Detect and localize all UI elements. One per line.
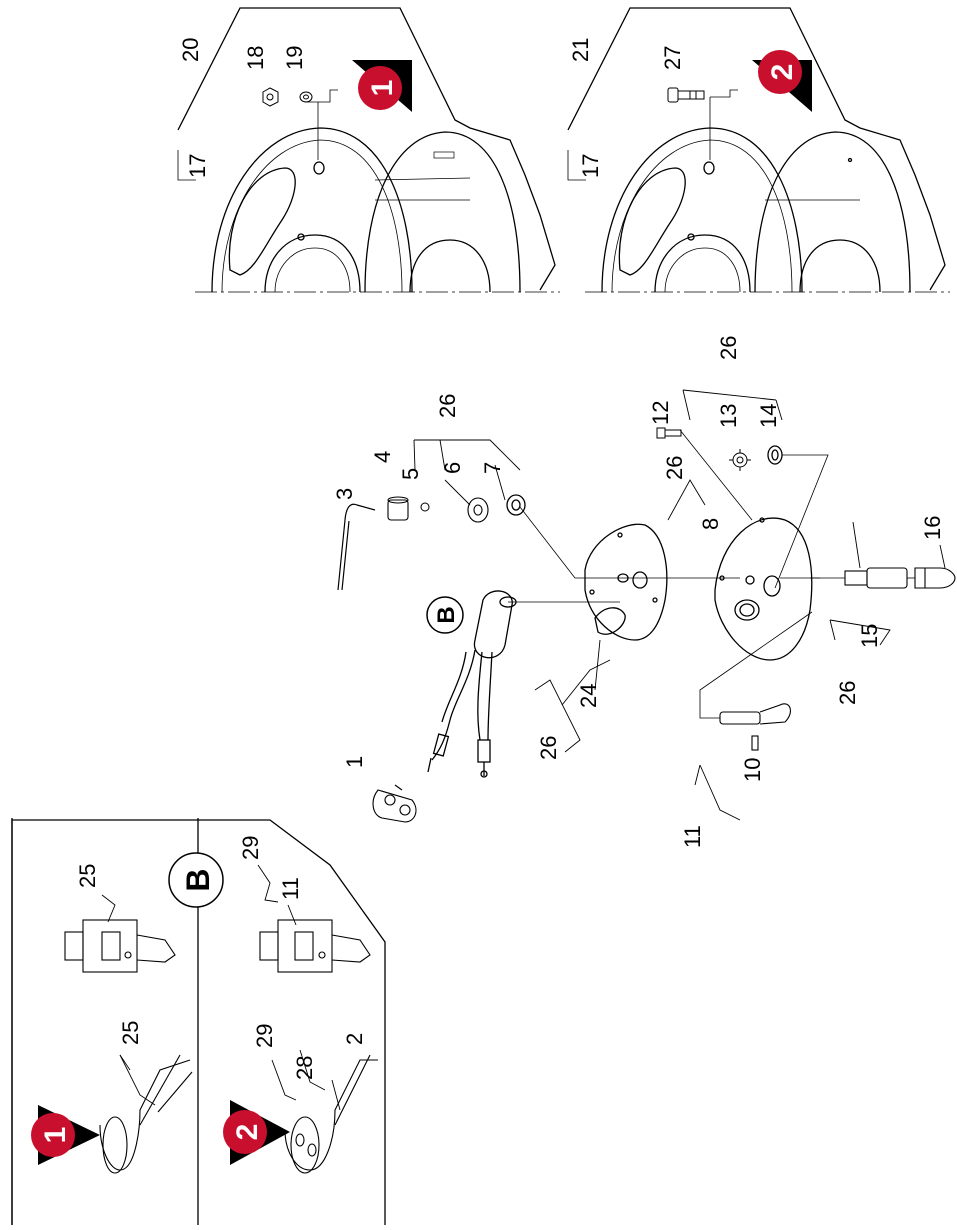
inset-variant-1-marker-label: 1 <box>39 1127 72 1144</box>
callout-21: 21 <box>568 38 593 62</box>
electrode-rod-3 <box>337 503 376 591</box>
detail-b-marker-icon: B <box>426 596 464 634</box>
screw-27 <box>667 87 705 103</box>
screw-12 <box>656 427 682 439</box>
inset-detail-b-marker-icon: B <box>168 852 224 908</box>
ball-5 <box>420 502 430 512</box>
ignition-cable-assembly <box>427 590 620 778</box>
variant-1-marker-label: 1 <box>366 80 399 97</box>
callout-26-d: 26 <box>716 336 741 360</box>
callout-12: 12 <box>648 401 673 425</box>
rear-plate-8 <box>714 517 813 661</box>
variant-1-plug-25 <box>99 1054 193 1174</box>
callout-26-a: 26 <box>435 394 460 418</box>
callout-4: 4 <box>370 451 395 463</box>
variant-2-marker-icon: 2 <box>752 50 812 112</box>
variant-1-electrode-25 <box>64 919 176 973</box>
callout-labels: 1 3 4 5 6 7 26 24 26 26 8 12 13 14 26 15… <box>75 38 945 1080</box>
variant-1-marker-icon: 1 <box>352 60 412 112</box>
inset-detail-b-marker-label: B <box>180 868 216 891</box>
cable-clip-1 <box>372 784 417 823</box>
callout-14: 14 <box>756 404 781 428</box>
gasket-7 <box>506 494 526 516</box>
front-plate-24 <box>584 523 668 641</box>
variant-1-assembly-panel <box>177 7 560 293</box>
callout-10: 10 <box>740 758 765 782</box>
callout-1: 1 <box>342 756 367 768</box>
variant-2-electrode-11 <box>259 919 371 973</box>
callout-17-a: 17 <box>185 154 210 178</box>
washer-19 <box>299 91 313 103</box>
callout-2: 2 <box>342 1033 367 1045</box>
callout-16: 16 <box>920 516 945 540</box>
callout-24: 24 <box>576 684 601 708</box>
detail-b-marker-label: B <box>433 606 460 623</box>
callout-25-a: 25 <box>75 864 100 888</box>
electrode-10-11 <box>699 611 813 751</box>
callout-26-e: 26 <box>835 681 860 705</box>
insulator-4 <box>387 496 409 521</box>
variant-2-assembly-panel <box>567 7 950 293</box>
callout-25-b: 25 <box>118 1021 143 1045</box>
callout-15: 15 <box>857 624 882 648</box>
callout-13: 13 <box>716 404 741 428</box>
callout-26-c: 26 <box>662 456 687 480</box>
callout-28: 28 <box>292 1056 317 1080</box>
callout-3: 3 <box>332 488 357 500</box>
inset-bracket-leaders <box>101 864 341 1111</box>
callout-20: 20 <box>178 38 203 62</box>
variant-2-plug-2-28 <box>284 1054 378 1174</box>
callout-18: 18 <box>243 46 268 70</box>
inset-variant-2-marker-label: 2 <box>231 1124 264 1141</box>
bushing-6 <box>467 497 489 523</box>
callout-7: 7 <box>480 462 505 474</box>
callout-27: 27 <box>660 46 685 70</box>
lock-washer-13 <box>729 449 751 471</box>
callout-6: 6 <box>440 462 465 474</box>
callout-19: 19 <box>282 46 307 70</box>
callout-5: 5 <box>398 468 423 480</box>
callout-11-a: 11 <box>680 825 705 848</box>
bracket-leaders-center <box>413 389 946 821</box>
inset-variant-1-marker-icon: 1 <box>31 1105 100 1165</box>
callout-29-a: 29 <box>238 836 263 860</box>
seal-14 <box>767 445 783 465</box>
variant-2-marker-label: 2 <box>766 64 799 81</box>
callout-29-b: 29 <box>252 1024 277 1048</box>
callout-26-b: 26 <box>536 736 561 760</box>
sight-glass-15 <box>844 567 908 589</box>
inset-variant-2-marker-icon: 2 <box>223 1100 290 1165</box>
connector-16 <box>914 567 956 589</box>
callout-11-b: 11 <box>278 877 303 900</box>
nut-18 <box>262 87 279 107</box>
callout-17-b: 17 <box>578 154 603 178</box>
callout-8: 8 <box>698 518 723 530</box>
